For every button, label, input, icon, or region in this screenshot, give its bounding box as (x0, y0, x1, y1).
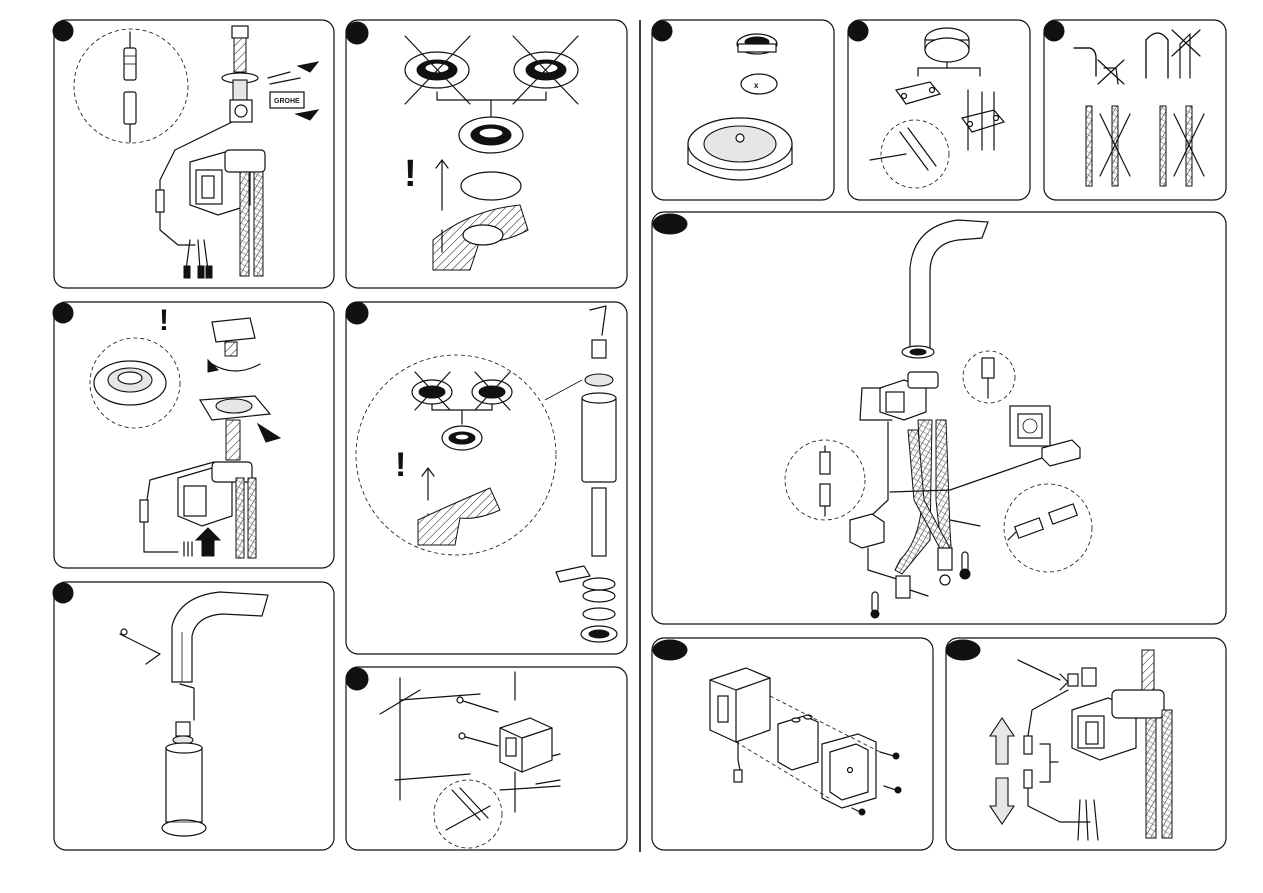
step-marker (346, 668, 368, 690)
aerator-housing (688, 118, 792, 180)
brand-label: GROHE (274, 98, 300, 105)
step-marker (346, 22, 368, 44)
step-marker (653, 640, 687, 660)
panel-step-6 (346, 667, 627, 850)
wall-socket (1010, 406, 1050, 446)
warning-exclamation-icon: ! (395, 446, 406, 484)
panel-step-4: ! (346, 302, 627, 654)
step-marker (53, 303, 73, 323)
step-marker (652, 21, 672, 41)
correct-orientation-ring (442, 426, 482, 450)
step-marker (53, 21, 73, 41)
battery-cartridge (778, 715, 818, 770)
step-marker (346, 302, 368, 324)
panel-step-8 (848, 20, 1030, 200)
disc-mark: x (754, 81, 759, 90)
panel-step-1: GROHE (53, 20, 334, 288)
panel-step-9 (1044, 20, 1226, 200)
warning-exclamation-icon: ! (159, 304, 169, 337)
panel-step-11 (652, 638, 933, 850)
hose-straight-ok-1 (1086, 106, 1092, 186)
step-marker (53, 583, 73, 603)
panel-step-7: x (652, 20, 834, 200)
nut-detail (94, 361, 166, 405)
step-marker (1044, 21, 1064, 41)
cold-thermometer-icon (871, 592, 879, 618)
panel-step-10 (652, 212, 1226, 624)
hot-thermometer-icon (960, 552, 970, 579)
aerator-cap (737, 34, 777, 54)
warning-exclamation-icon: ! (404, 153, 417, 195)
step-marker (848, 21, 868, 41)
box-cover (822, 734, 876, 808)
panel-step-5 (53, 582, 334, 850)
correct-orientation-ring (459, 117, 523, 153)
flow-disc: x (741, 74, 777, 94)
panel-step-2: ! (346, 20, 627, 288)
step-marker (946, 640, 980, 660)
panel-step-12 (946, 638, 1226, 850)
step-marker (653, 214, 687, 234)
panel-step-3: ! (53, 302, 334, 568)
hose-straight-ok-2 (1160, 106, 1166, 186)
